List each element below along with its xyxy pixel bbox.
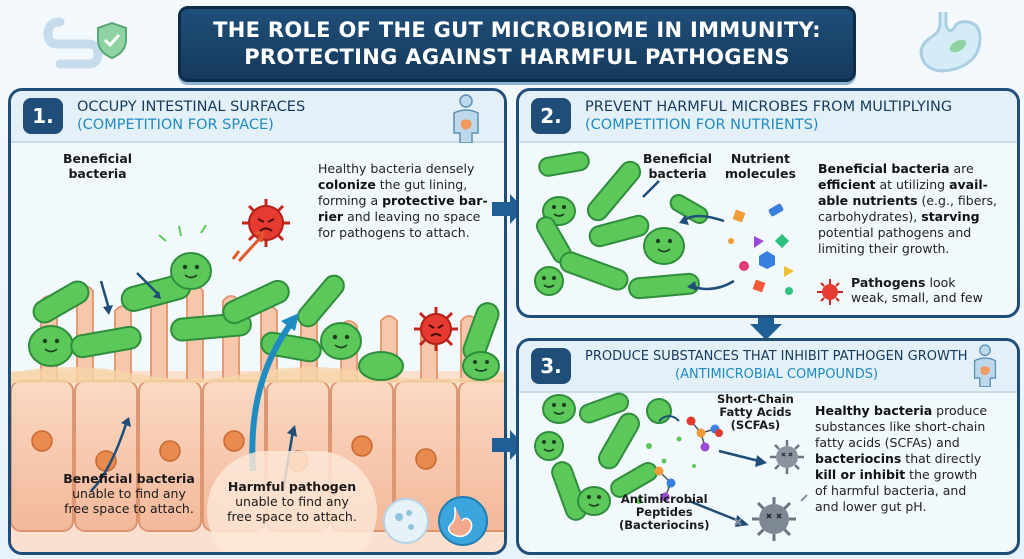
label-line: Antimicrobial <box>620 492 708 506</box>
human-body-icon <box>973 344 997 387</box>
desc-bold: efficient <box>818 177 876 192</box>
panel-1-heading: OCCUPY INTESTINAL SURFACES (COMPETITION … <box>77 98 305 134</box>
desc-bold: bacteriocins <box>815 451 902 466</box>
label-line: bacteria <box>68 166 127 181</box>
note-bold: Pathogens <box>851 275 926 290</box>
desc-bold: starving <box>921 209 980 224</box>
panel-3-subtitle: (ANTIMICROBIAL COMPOUNDS) <box>675 367 879 382</box>
panel-3-header: 3. PRODUCE SUBSTANCES THAT INHIBIT PATHO… <box>519 341 1017 393</box>
label-line: bacteria <box>648 166 707 181</box>
desc-text: that directly <box>901 451 982 466</box>
desc-bold: protective bar- <box>382 193 488 208</box>
panel-3-heading: PRODUCE SUBSTANCES THAT INHIBIT PATHOGEN… <box>585 348 968 384</box>
desc-text: Healthy bacteria densely <box>318 161 475 176</box>
panel-1-bottom-left-caption: Beneficial bacteria unable to find any f… <box>49 471 209 516</box>
panel-2-header: 2. PREVENT HARMFUL MICROBES FROM MULTIPL… <box>519 91 1017 143</box>
caption-line: free space to attach. <box>227 509 357 524</box>
nutrient-molecule-icon <box>728 203 794 295</box>
panel-1-subtitle: (COMPETITION FOR SPACE) <box>77 117 274 133</box>
desc-text: and leaving no space <box>343 209 481 224</box>
panel-2-nutrient-label: Nutrient molecules <box>725 151 796 181</box>
panel-2-number: 2. <box>531 98 571 134</box>
desc-bold: Beneficial bacteria <box>818 161 950 176</box>
caption-line: unable to find any <box>72 486 186 501</box>
desc-text: (e.g., fibers, <box>917 193 998 208</box>
antimicrobial-illustration <box>534 392 808 541</box>
panel-3-title: PRODUCE SUBSTANCES THAT INHIBIT PATHOGEN… <box>585 349 968 364</box>
desc-text: at utilizing <box>875 177 950 192</box>
label-line: (SCFAs) <box>730 418 781 432</box>
label-line: molecules <box>725 166 796 181</box>
page-title-line-2: PROTECTING AGAINST HARMFUL PATHOGENS <box>244 45 790 69</box>
desc-bold: kill or inhibit <box>815 467 906 482</box>
desc-text: the gut lining, <box>375 177 468 192</box>
label-line: Beneficial <box>643 151 713 166</box>
title-banner: THE ROLE OF THE GUT MICROBIOME IN IMMUNI… <box>178 6 856 82</box>
label-line: Fatty Acids <box>719 405 792 419</box>
page-title-line-1: THE ROLE OF THE GUT MICROBIOME IN IMMUNI… <box>213 18 821 42</box>
panel-nutrient-competition: 2. PREVENT HARMFUL MICROBES FROM MULTIPL… <box>516 88 1020 318</box>
desc-text: substances like short-chain <box>815 419 986 434</box>
note-text: weak, small, and few <box>851 290 983 305</box>
panel-antimicrobial-compounds: 3. PRODUCE SUBSTANCES THAT INHIBIT PATHO… <box>516 338 1020 555</box>
intestinal-lining-illustration <box>11 199 504 552</box>
panel-3-number: 3. <box>531 348 571 384</box>
panel-1-header: 1. OCCUPY INTESTINAL SURFACES (COMPETITI… <box>11 91 504 143</box>
desc-bold: able nutrients <box>818 193 918 208</box>
panel-2-pathogen-note: Pathogens look weak, small, and few <box>851 275 983 305</box>
desc-text: for pathogens to attach. <box>318 225 470 240</box>
desc-bold: avail- <box>949 177 988 192</box>
pathogen-bubble <box>207 451 377 552</box>
panel-2-beneficial-label: Beneficial bacteria <box>643 151 712 181</box>
panel-1-number: 1. <box>23 98 63 134</box>
panel-2-description: Beneficial bacteria are efficient at uti… <box>818 161 1013 257</box>
small-pathogen-icon <box>817 279 843 305</box>
inhibited-pathogen-icon <box>752 497 796 541</box>
human-body-icon <box>453 94 479 143</box>
label-line: Short-Chain <box>717 392 794 406</box>
panel-2-heading: PREVENT HARMFUL MICROBES FROM MULTIPLYIN… <box>585 98 952 134</box>
desc-text: of harmful bacteria, and <box>815 483 967 498</box>
desc-text: forming a <box>318 193 383 208</box>
panel-1-bottom-mid-caption: Harmful pathogen unable to find any free… <box>207 479 377 524</box>
desc-text: limiting their growth. <box>818 241 950 256</box>
desc-text: potential pathogens and <box>818 225 972 240</box>
inhibited-pathogen-icon <box>770 440 804 474</box>
desc-text: the growth <box>905 467 978 482</box>
label-line: Peptides <box>635 505 693 519</box>
panel-2-title: PREVENT HARMFUL MICROBES FROM MULTIPLYIN… <box>585 99 953 115</box>
desc-bold: rier <box>318 209 344 224</box>
desc-text: and lower gut pH. <box>815 499 927 514</box>
nutrient-competition-illustration <box>534 151 794 300</box>
label-line: Beneficial <box>63 151 133 166</box>
desc-text: fatty acids (SCFAs) and <box>815 435 960 450</box>
note-text: look <box>925 275 956 290</box>
desc-bold: colonize <box>318 177 376 192</box>
intestine-shield-icon <box>43 17 127 69</box>
stomach-icon <box>919 12 982 73</box>
panel-3-scfa-label: Short-Chain Fatty Acids (SCFAs) <box>717 393 794 432</box>
desc-text: produce <box>932 403 988 418</box>
panel-1-beneficial-label: Beneficial bacteria <box>63 151 132 181</box>
caption-line: unable to find any <box>235 494 349 509</box>
caption-bold: Harmful pathogen <box>227 479 357 494</box>
panel-3-description: Healthy bacteria produce substances like… <box>815 403 1013 515</box>
panel-1-title: OCCUPY INTESTINAL SURFACES <box>77 99 306 115</box>
label-line: Nutrient <box>730 151 791 166</box>
desc-text: are <box>949 161 974 176</box>
label-line: (Bacteriocins) <box>619 518 710 532</box>
pathogen-icon <box>242 199 290 247</box>
panel-occupy-surfaces: 1. OCCUPY INTESTINAL SURFACES (COMPETITI… <box>8 88 507 555</box>
panel-2-subtitle: (COMPETITION FOR NUTRIENTS) <box>585 117 819 133</box>
desc-text: carbohydrates), <box>818 209 922 224</box>
panel-3-amp-label: Antimicrobial Peptides (Bacteriocins) <box>619 493 709 532</box>
panel-1-description: Healthy bacteria densely colonize the gu… <box>318 161 498 241</box>
caption-bold: Beneficial bacteria <box>63 471 195 486</box>
desc-bold: Healthy bacteria <box>815 403 933 418</box>
caption-line: free space to attach. <box>64 501 194 516</box>
